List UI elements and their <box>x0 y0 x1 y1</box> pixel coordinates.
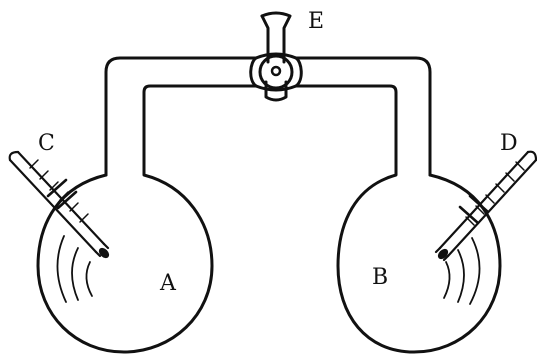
label-e: E <box>308 9 324 34</box>
thermometer-d <box>434 150 537 262</box>
thermometer-d-bulb <box>437 248 449 260</box>
label-d: D <box>500 131 518 156</box>
thermometer-c-bulb <box>98 247 110 259</box>
label-a: A <box>159 271 177 296</box>
flask-b <box>294 84 502 354</box>
thermometer-c <box>8 150 110 258</box>
connecting-tube-right <box>294 56 432 177</box>
flask-a <box>36 84 258 354</box>
connecting-tube-left <box>104 56 258 177</box>
stopcock-e <box>249 11 303 102</box>
liquid-lines-a <box>56 235 93 303</box>
label-c: C <box>38 131 55 156</box>
liquid-lines-b <box>443 237 481 305</box>
label-b: B <box>372 265 388 290</box>
